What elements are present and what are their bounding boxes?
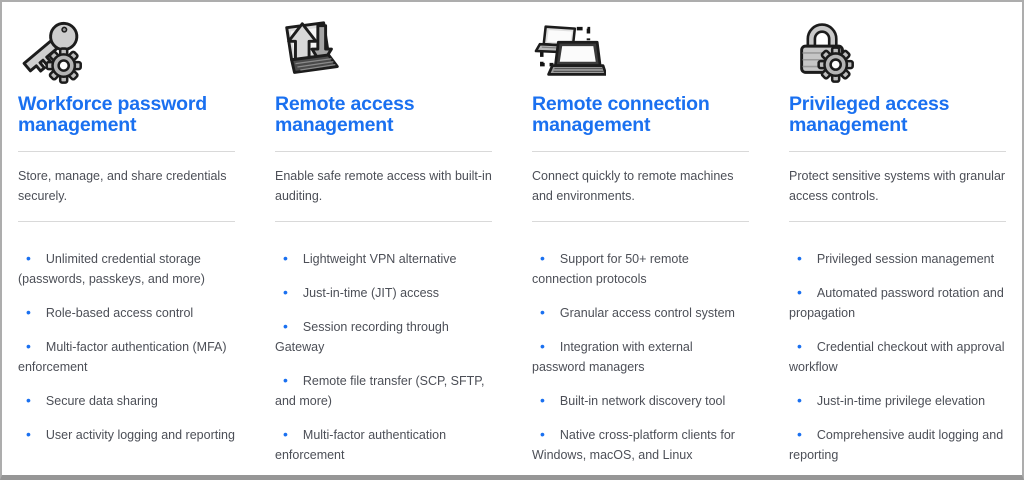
feature-column-remote-connection: Remote connection management Connect qui…	[532, 16, 749, 478]
feature-bullet: Native cross-platform clients for Window…	[532, 424, 749, 465]
feature-bullet: Automated password rotation and propagat…	[789, 282, 1006, 323]
feature-bullet: Just-in-time (JIT) access	[275, 282, 492, 303]
feature-bullet: Privileged session management	[789, 248, 1006, 269]
feature-bullet: Unlimited credential storage (passwords,…	[18, 248, 235, 289]
feature-description: Connect quickly to remote machines and e…	[532, 169, 734, 203]
divider	[532, 151, 749, 152]
feature-bullet: User activity logging and reporting	[18, 424, 235, 445]
divider	[275, 221, 492, 222]
feature-description: Store, manage, and share credentials sec…	[18, 169, 227, 203]
feature-icon-box	[18, 16, 235, 94]
divider	[532, 221, 749, 222]
features-grid: Workforce password management Store, man…	[18, 16, 1006, 478]
feature-bullets: Privileged session management Automated …	[789, 248, 1006, 465]
feature-bullet: Remote file transfer (SCP, SFTP, and mor…	[275, 370, 492, 411]
feature-bullets: Support for 50+ remote connection protoc…	[532, 248, 749, 465]
feature-bullet: Granular access control system	[532, 302, 749, 323]
feature-bullet: Session recording through Gateway	[275, 316, 492, 357]
feature-bullet: Lightweight VPN alternative	[275, 248, 492, 269]
divider	[18, 151, 235, 152]
divider	[789, 221, 1006, 222]
feature-bullet: Multi-factor authentication enforcement	[275, 424, 492, 465]
feature-icon-box	[275, 16, 492, 94]
lock-gear-icon	[800, 23, 854, 83]
feature-description: Protect sensitive systems with granular …	[789, 169, 1006, 203]
feature-bullet: Integration with external password manag…	[532, 336, 749, 377]
divider	[275, 151, 492, 152]
two-laptops-icon	[534, 25, 606, 76]
key-gear-icon	[22, 21, 82, 84]
feature-description: Enable safe remote access with built-in …	[275, 169, 492, 203]
feature-column-workforce-password: Workforce password management Store, man…	[18, 16, 235, 478]
feature-bullet: Secure data sharing	[18, 390, 235, 411]
feature-bullet: Multi-factor authentication (MFA) enforc…	[18, 336, 235, 377]
feature-bullet: Built-in network discovery tool	[532, 390, 749, 411]
feature-bullet: Credential checkout with approval workfl…	[789, 336, 1006, 377]
feature-icon-box	[789, 16, 1006, 94]
feature-bullets: Lightweight VPN alternative Just-in-time…	[275, 248, 492, 465]
divider	[789, 151, 1006, 152]
feature-title: Remote connection management	[532, 93, 710, 136]
laptop-arrows-icon	[285, 21, 339, 74]
feature-bullet: Role-based access control	[18, 302, 235, 323]
feature-column-remote-access: Remote access management Enable safe rem…	[275, 16, 492, 478]
feature-bullet: Comprehensive audit logging and reportin…	[789, 424, 1006, 465]
feature-title: Remote access management	[275, 93, 415, 136]
divider	[18, 221, 235, 222]
feature-bullets: Unlimited credential storage (passwords,…	[18, 248, 235, 445]
feature-title: Privileged access management	[789, 93, 950, 136]
feature-icon-box	[532, 16, 749, 94]
feature-bullet: Support for 50+ remote connection protoc…	[532, 248, 749, 289]
feature-bullet: Just-in-time privilege elevation	[789, 390, 1006, 411]
feature-title: Workforce password management	[18, 93, 207, 136]
feature-column-privileged-access: Privileged access management Protect sen…	[789, 16, 1006, 478]
